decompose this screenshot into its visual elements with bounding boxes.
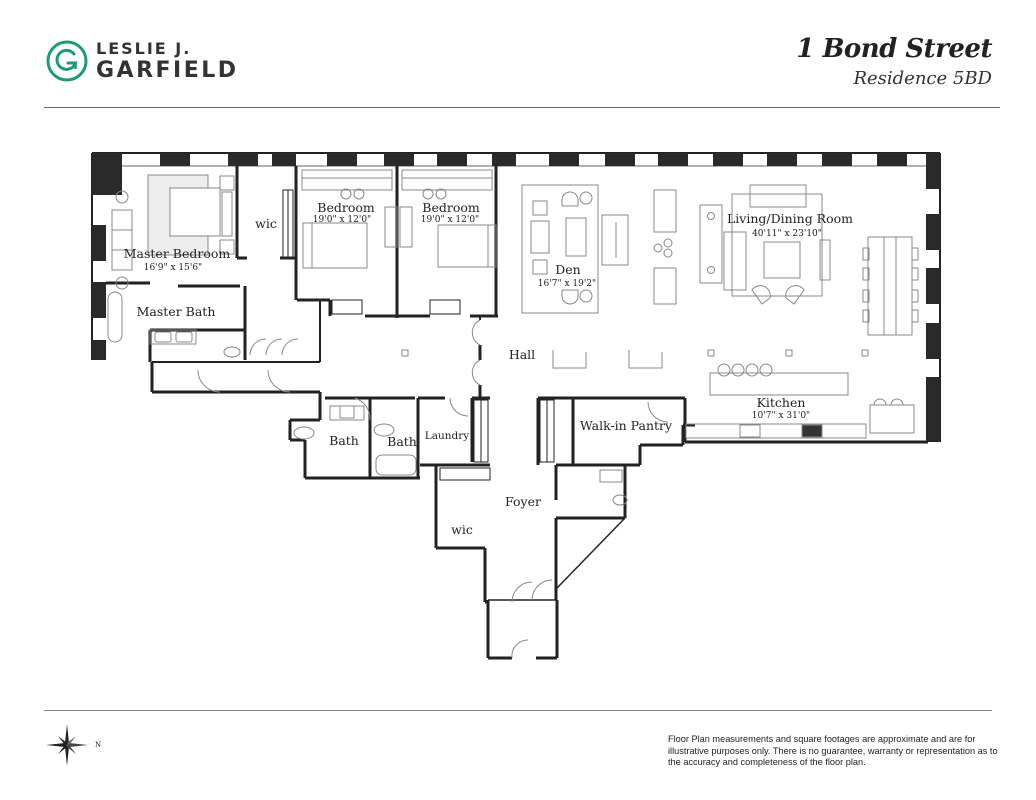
master-wic-label: wic [255,216,277,231]
bath-2-label: Bath [387,434,417,449]
master-bedroom-label: Master Bedroom [124,246,231,261]
hall-label: Hall [509,347,535,362]
walk-in-pantry-label: Walk-in Pantry [580,418,673,433]
compass-rose-icon [46,724,88,766]
room-labels: Master Bedroom 16'9" x 15'6" wic Master … [124,200,853,537]
bedroom-2-label: Bedroom [422,200,480,215]
bedroom-1-label: Bedroom [317,200,375,215]
bath-1-label: Bath [329,433,359,448]
window-piers [92,153,940,442]
furniture [107,169,919,659]
brand-line2: GARFIELD [96,57,239,83]
living-dining-dims: 40'11" x 23'10" [752,229,822,239]
master-bedroom-dims: 16'9" x 15'6" [144,263,202,273]
brand-line1: LESLIE J. [96,38,192,58]
foyer-wic-label: wic [451,522,473,537]
residence-name: Residence 5BD [853,68,992,89]
kitchen-label: Kitchen [757,395,806,410]
header-divider [44,107,1000,108]
living-dining-label: Living/Dining Room [727,211,853,226]
disclaimer-text: Floor Plan measurements and square foota… [668,734,998,767]
property-address: 1 Bond Street [796,34,992,64]
logo-g-mark-icon [46,40,88,82]
laundry-label: Laundry [425,430,469,442]
master-bath-label: Master Bath [137,304,216,319]
den-dims: 16'7" x 19'2" [538,279,596,289]
title-block: 1 Bond Street Residence 5BD [796,34,992,89]
kitchen-dims: 10'7" x 31'0" [752,411,810,421]
den-label: Den [555,262,580,277]
page-header: LESLIE J. GARFIELD 1 Bond Street Residen… [0,0,1036,110]
brand-logo: LESLIE J. GARFIELD [46,40,239,82]
footer-divider [44,710,992,711]
bedroom-1-dims: 19'0" x 12'0" [313,215,371,225]
compass-north-label: N [95,741,102,749]
bedroom-2-dims: 19'0" x 12'0" [421,215,479,225]
foyer-label: Foyer [505,494,541,509]
closet-racks [282,189,555,481]
